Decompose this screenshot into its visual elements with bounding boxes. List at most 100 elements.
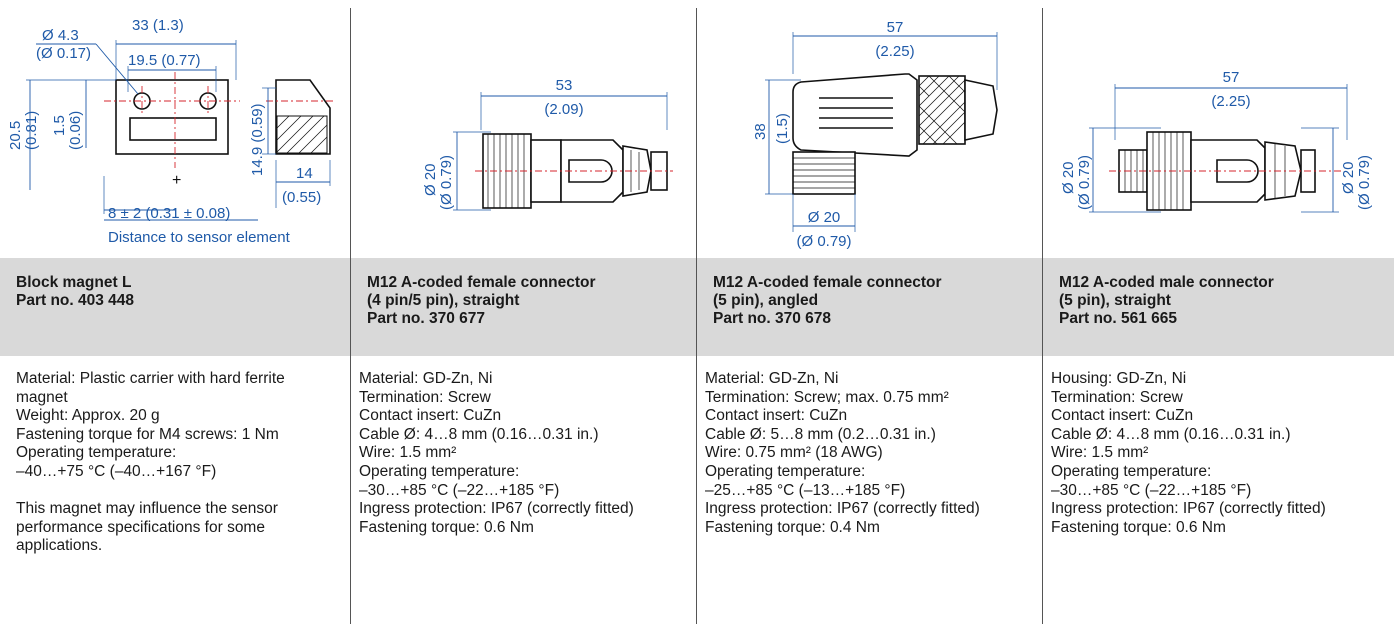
product-variant: (5 pin), angled (713, 292, 819, 309)
dim-offset: 1.5 (51, 115, 68, 136)
spec-line: magnet (16, 388, 68, 406)
product-name: M12 A-coded female connector (713, 274, 942, 291)
spec-line: Contact insert: CuZn (705, 407, 848, 425)
female-straight-dimension-svg: 53 (2.09) Ø 20 (Ø 0.79) (422, 77, 673, 211)
dim-height-in: (1.5) (774, 113, 791, 144)
column-header: M12 A-coded male connector (5 pin), stra… (1043, 258, 1394, 356)
dim-diameter-right-in: (Ø 0.79) (1356, 155, 1373, 210)
spec-line: –30…+85 °C (–22…+185 °F) (359, 481, 560, 499)
spec-list: Material: GD-Zn, Ni Termination: Screw; … (705, 370, 1040, 537)
spec-line: Weight: Approx. 20 g (16, 407, 160, 425)
spec-line: Termination: Screw (359, 388, 491, 406)
spec-line: Cable Ø: 4…8 mm (0.16…0.31 in.) (359, 425, 599, 443)
dim-length: 53 (556, 77, 573, 94)
spec-line: Contact insert: CuZn (1051, 407, 1194, 425)
dim-sensor-caption: Distance to sensor element (108, 229, 291, 246)
note-line: performance specifications for some (16, 518, 265, 536)
male-pin-end (1118, 149, 1148, 193)
block-magnet-dimension-svg: + Ø 4.3 (Ø 0.17) 33 (1.3) 19.5 (0.77) 20… (7, 17, 336, 246)
part-number: Part no. 370 677 (367, 310, 486, 327)
angled-body (792, 73, 918, 157)
female-angled-drawing: 57 (2.25) 38 (1.5) Ø 20 (Ø 0.79) (697, 0, 1042, 258)
spec-line: Operating temperature: (1051, 462, 1212, 480)
dim-length: 57 (1223, 69, 1240, 86)
column-divider (1042, 8, 1043, 624)
product-name: Block magnet L (16, 274, 132, 291)
dim-hole-dia-in: (Ø 0.17) (36, 45, 91, 62)
spec-line: Contact insert: CuZn (359, 407, 502, 425)
spec-line: Operating temperature: (705, 462, 866, 480)
product-column-male-straight: 57 (2.25) Ø 20 (Ø 0.79) Ø 20 (Ø 0.79) M1… (1043, 0, 1394, 622)
column-header: M12 A-coded female connector (4 pin/5 pi… (351, 258, 696, 356)
spec-line: Operating temperature: (16, 444, 177, 462)
dim-diameter-left-in: (Ø 0.79) (1076, 155, 1093, 210)
dim-diameter: Ø 20 (422, 163, 439, 196)
cable-gland-knurled (918, 75, 966, 145)
spec-line: Fastening torque: 0.6 Nm (359, 518, 534, 536)
dim-hole-dia: Ø 4.3 (42, 27, 79, 44)
spec-line: Wire: 0.75 mm² (18 AWG) (705, 444, 883, 462)
dim-length: 57 (887, 19, 904, 36)
male-straight-drawing: 57 (2.25) Ø 20 (Ø 0.79) Ø 20 (Ø 0.79) (1043, 0, 1394, 258)
part-number: Part no. 403 448 (16, 292, 135, 309)
column-divider (350, 8, 351, 624)
spec-line: Fastening torque: 0.6 Nm (1051, 518, 1226, 536)
spec-list: Material: GD-Zn, Ni Termination: Screw C… (359, 370, 694, 537)
cable-gland (1264, 141, 1302, 201)
dim-height-in: (0.81) (23, 111, 40, 150)
dim-height: 38 (752, 123, 769, 140)
column-header: Block magnet L Part no. 403 448 (0, 258, 350, 356)
dim-height: 20.5 (7, 121, 24, 150)
dim-sensor-distance: 8 ± 2 (0.31 ± 0.08) (108, 205, 230, 222)
spec-line: Material: GD-Zn, Ni (359, 370, 493, 387)
dim-depth-in: (0.55) (282, 189, 321, 206)
product-name: M12 A-coded male connector (1059, 274, 1274, 291)
dim-width: 33 (1.3) (132, 17, 184, 34)
product-column-female-straight: 53 (2.09) Ø 20 (Ø 0.79) M12 A-coded fema… (351, 0, 696, 622)
dim-hole-spacing: 19.5 (0.77) (128, 52, 201, 69)
block-magnet-drawing: + Ø 4.3 (Ø 0.17) 33 (1.3) 19.5 (0.77) 20… (0, 0, 350, 258)
product-column-block-magnet: + Ø 4.3 (Ø 0.17) 33 (1.3) 19.5 (0.77) 20… (0, 0, 350, 622)
dim-diameter-in: (Ø 0.79) (438, 155, 455, 210)
spec-line: –30…+85 °C (–22…+185 °F) (1051, 481, 1252, 499)
spec-line: Wire: 1.5 mm² (1051, 444, 1149, 462)
male-straight-dimension-svg: 57 (2.25) Ø 20 (Ø 0.79) Ø 20 (Ø 0.79) (1060, 69, 1373, 213)
product-name: M12 A-coded female connector (367, 274, 596, 291)
female-straight-drawing: 53 (2.09) Ø 20 (Ø 0.79) (351, 0, 696, 258)
dim-diameter-in: (Ø 0.79) (796, 233, 851, 250)
product-variant: (4 pin/5 pin), straight (367, 292, 520, 309)
note-line: applications. (16, 537, 103, 555)
column-header: M12 A-coded female connector (5 pin), an… (697, 258, 1042, 356)
spec-line: –40…+75 °C (–40…+167 °F) (16, 462, 217, 480)
spec-line: Material: GD-Zn, Ni (705, 370, 839, 387)
spec-line: Ingress protection: IP67 (correctly fitt… (705, 500, 980, 518)
spec-line: Ingress protection: IP67 (correctly fitt… (1051, 500, 1326, 518)
dim-length-in: (2.09) (544, 101, 583, 118)
spec-line: –25…+85 °C (–13…+185 °F) (705, 481, 906, 499)
female-angled-dimension-svg: 57 (2.25) 38 (1.5) Ø 20 (Ø 0.79) (752, 19, 998, 250)
spec-line: Termination: Screw (1051, 388, 1183, 406)
dim-offset-in: (0.06) (67, 111, 84, 150)
spec-list: Housing: GD-Zn, Ni Termination: Screw Co… (1051, 370, 1392, 537)
dim-diameter-right: Ø 20 (1340, 161, 1357, 194)
spec-line: Fastening torque: 0.4 Nm (705, 518, 880, 536)
dim-side-height: 14.9 (0.59) (249, 103, 266, 176)
dim-depth: 14 (296, 165, 313, 182)
dim-diameter: Ø 20 (808, 209, 841, 226)
spec-line: Material: Plastic carrier with hard ferr… (16, 370, 285, 387)
spec-line: Termination: Screw; max. 0.75 mm² (705, 388, 949, 406)
spec-line: Cable Ø: 5…8 mm (0.2…0.31 in.) (705, 425, 936, 443)
product-column-female-angled: 57 (2.25) 38 (1.5) Ø 20 (Ø 0.79) M12 A-c… (697, 0, 1042, 622)
spec-line: Ingress protection: IP67 (correctly fitt… (359, 500, 634, 518)
column-divider (696, 8, 697, 624)
dim-length-in: (2.25) (875, 43, 914, 60)
spec-list: Material: Plastic carrier with hard ferr… (16, 370, 348, 556)
spec-line: Operating temperature: (359, 462, 520, 480)
product-variant: (5 pin), straight (1059, 292, 1171, 309)
coupling-nut (792, 151, 856, 195)
svg-text:+: + (172, 172, 181, 189)
spec-line: Housing: GD-Zn, Ni (1051, 370, 1187, 387)
note-line: This magnet may influence the sensor (16, 500, 278, 518)
part-number: Part no. 561 665 (1059, 310, 1178, 327)
magnet-slot (129, 117, 217, 141)
